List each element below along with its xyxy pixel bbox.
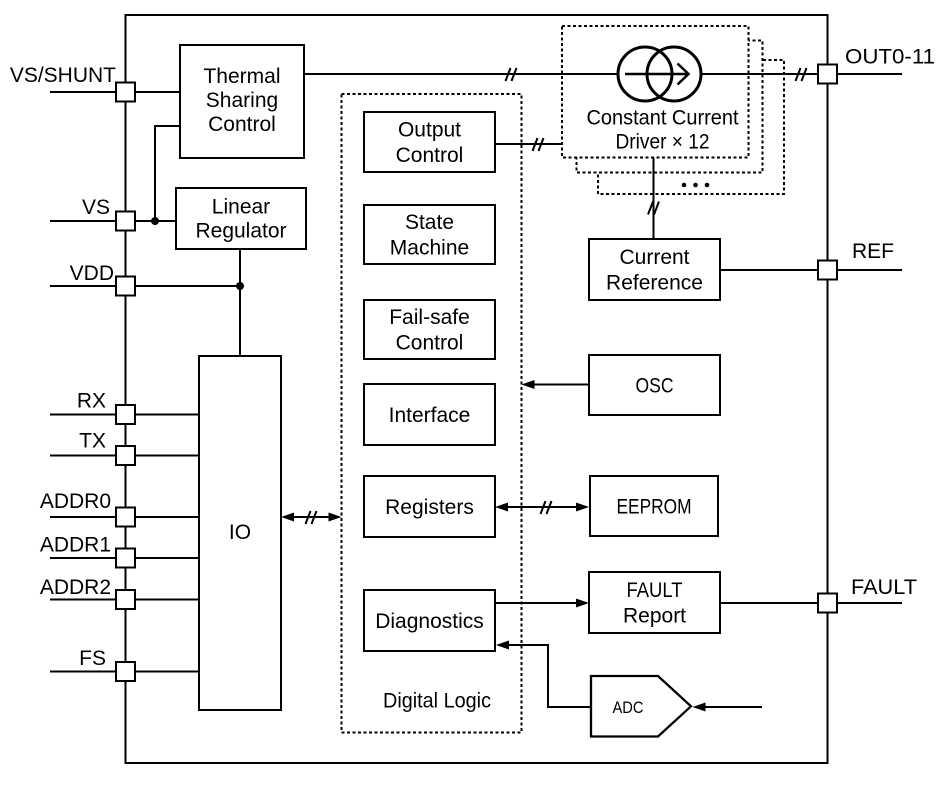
svg-text:Reference: Reference bbox=[606, 272, 703, 295]
svg-text:ADDR2: ADDR2 bbox=[40, 576, 111, 599]
svg-text:ADC: ADC bbox=[613, 698, 644, 717]
svg-text:RX: RX bbox=[77, 390, 106, 413]
svg-text:State: State bbox=[405, 211, 454, 234]
svg-text:Constant Current: Constant Current bbox=[587, 107, 739, 130]
svg-text:Regulator: Regulator bbox=[195, 220, 286, 243]
svg-text:Control: Control bbox=[208, 113, 276, 136]
svg-text:Control: Control bbox=[396, 332, 464, 355]
svg-text:Interface: Interface bbox=[389, 404, 471, 427]
svg-text:EEPROM: EEPROM bbox=[617, 496, 692, 519]
svg-text:VS/SHUNT: VS/SHUNT bbox=[10, 64, 116, 87]
svg-text:Fail-safe: Fail-safe bbox=[389, 306, 470, 329]
svg-text:ADDR0: ADDR0 bbox=[40, 490, 111, 513]
svg-text:VS: VS bbox=[82, 196, 110, 219]
svg-text:Linear: Linear bbox=[212, 196, 270, 219]
svg-text:IO: IO bbox=[229, 521, 251, 544]
svg-text:VDD: VDD bbox=[70, 262, 114, 285]
svg-text:TX: TX bbox=[79, 430, 106, 453]
svg-text:ADDR1: ADDR1 bbox=[40, 534, 111, 557]
svg-text:Machine: Machine bbox=[390, 237, 469, 260]
svg-text:Thermal: Thermal bbox=[203, 65, 280, 88]
svg-text:Driver × 12: Driver × 12 bbox=[616, 131, 710, 154]
svg-text:Output: Output bbox=[398, 119, 461, 142]
svg-text:FAULT: FAULT bbox=[627, 579, 683, 602]
svg-text:REF: REF bbox=[852, 240, 894, 263]
svg-text:Digital Logic: Digital Logic bbox=[383, 690, 491, 713]
svg-text:OSC: OSC bbox=[636, 375, 674, 398]
svg-text:Current: Current bbox=[619, 246, 689, 269]
svg-text:Sharing: Sharing bbox=[206, 89, 278, 112]
svg-text:FS: FS bbox=[79, 647, 106, 670]
svg-text:OUT0-11: OUT0-11 bbox=[845, 46, 935, 69]
svg-text:Report: Report bbox=[623, 605, 686, 628]
svg-text:Diagnostics: Diagnostics bbox=[375, 610, 484, 633]
svg-text:Registers: Registers bbox=[385, 496, 474, 519]
svg-text:Control: Control bbox=[396, 144, 464, 167]
svg-text:FAULT: FAULT bbox=[851, 576, 917, 599]
